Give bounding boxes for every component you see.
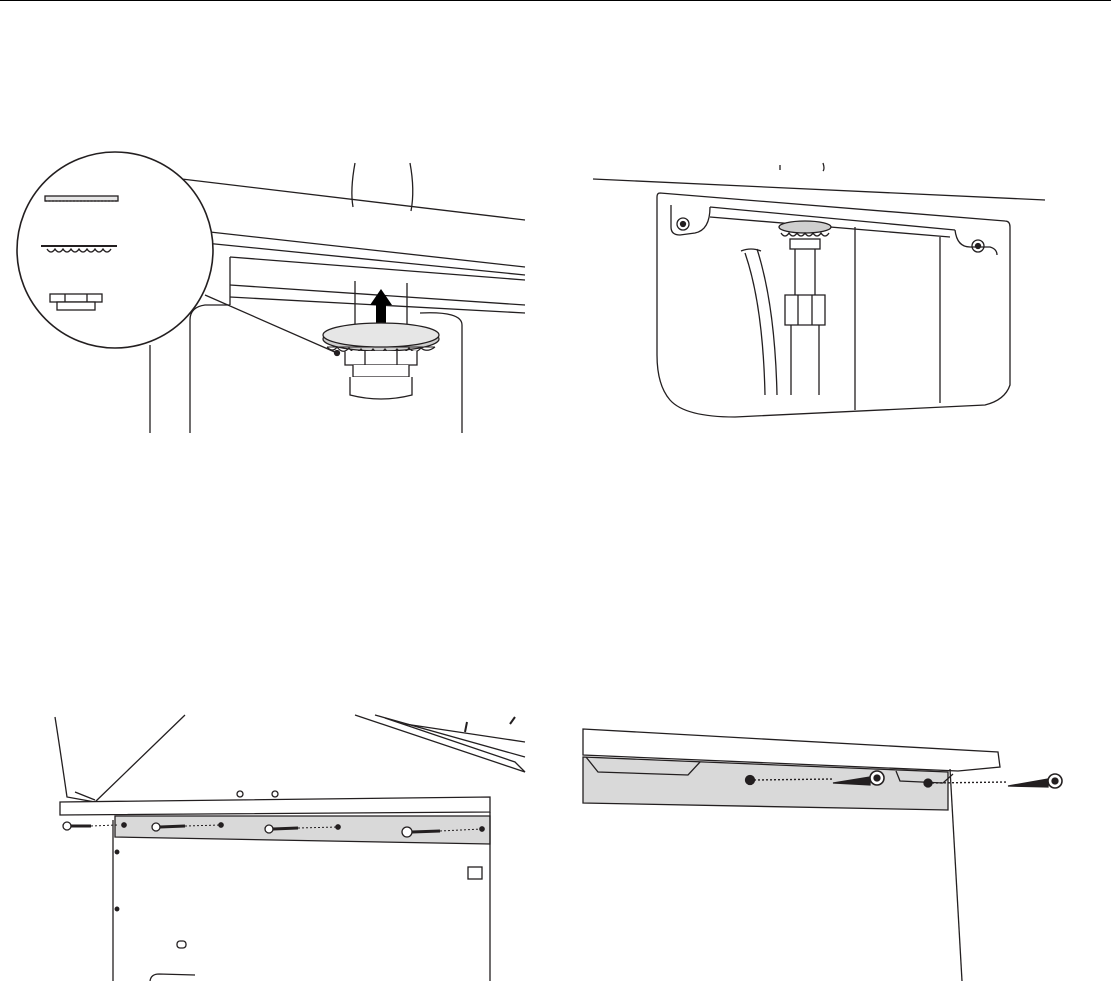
magnifier-inset-icon [17, 152, 213, 348]
bracket-screws-front-illustration [55, 712, 525, 981]
screw-icon [63, 822, 117, 830]
fitting-with-washers-illustration [15, 145, 530, 435]
hex-nut-icon [345, 351, 417, 399]
bracket-screws-side-illustration [578, 725, 1068, 981]
fitting-installed-bracket-illustration [585, 155, 1055, 430]
inset-hex-nut [50, 294, 102, 310]
inset-flat-washer [45, 196, 118, 201]
page-top-rule [0, 0, 1111, 1]
